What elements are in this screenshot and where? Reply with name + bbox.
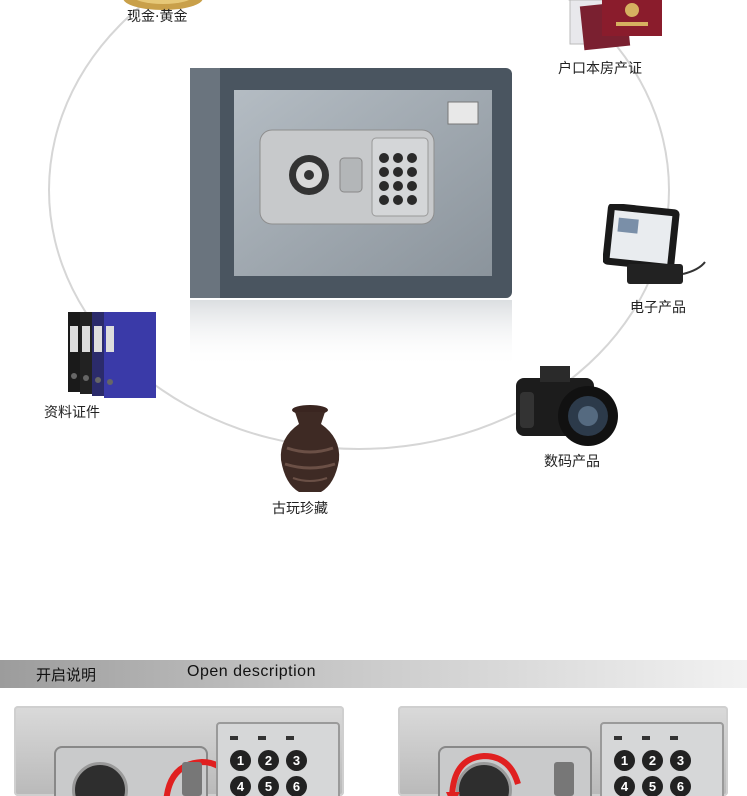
label-digital: 数码产品 bbox=[544, 454, 600, 470]
vase-image bbox=[275, 404, 345, 494]
key-icon bbox=[182, 762, 202, 796]
lock-panel-right: 1 2 3 4 5 6 bbox=[398, 706, 728, 796]
keypad-key[interactable]: 2 bbox=[258, 750, 279, 771]
label-documents: 资料证件 bbox=[44, 405, 100, 421]
label-antiques: 古玩珍藏 bbox=[272, 501, 328, 517]
keypad-key[interactable]: 1 bbox=[230, 750, 251, 771]
keypad-right: 1 2 3 4 5 6 bbox=[600, 722, 724, 796]
keypad-key[interactable]: 5 bbox=[642, 776, 663, 796]
camera-image bbox=[514, 362, 622, 450]
keypad-left: 1 2 3 4 5 6 bbox=[216, 722, 340, 796]
keypad-key[interactable]: 3 bbox=[670, 750, 691, 771]
lock-panel-left: 1 2 3 4 5 6 bbox=[14, 706, 344, 796]
keypad-key[interactable]: 3 bbox=[286, 750, 307, 771]
gold-image bbox=[118, 0, 208, 12]
label-hukou-deed: 户口本房产证 bbox=[558, 61, 642, 77]
banner-title-cn: 开启说明 bbox=[36, 666, 97, 684]
keypad-key[interactable]: 1 bbox=[614, 750, 635, 771]
banner-title-en: Open description bbox=[187, 663, 316, 680]
open-description-banner: 开启说明 Open description bbox=[0, 660, 747, 688]
keypad-key[interactable]: 6 bbox=[286, 776, 307, 796]
rotate-arrow-icon bbox=[442, 746, 522, 796]
keypad-key[interactable]: 4 bbox=[230, 776, 251, 796]
binders-image bbox=[66, 306, 158, 400]
keypad-key[interactable]: 6 bbox=[670, 776, 691, 796]
keypad-key[interactable]: 2 bbox=[642, 750, 663, 771]
tablet-image bbox=[602, 202, 713, 296]
label-cash-gold: 现金·黄金 bbox=[127, 9, 188, 25]
key-icon bbox=[554, 762, 574, 796]
keypad-key[interactable]: 5 bbox=[258, 776, 279, 796]
label-electronics: 电子产品 bbox=[630, 300, 686, 316]
keypad-key[interactable]: 4 bbox=[614, 776, 635, 796]
passport-image bbox=[568, 0, 668, 54]
safe-image bbox=[190, 68, 512, 368]
